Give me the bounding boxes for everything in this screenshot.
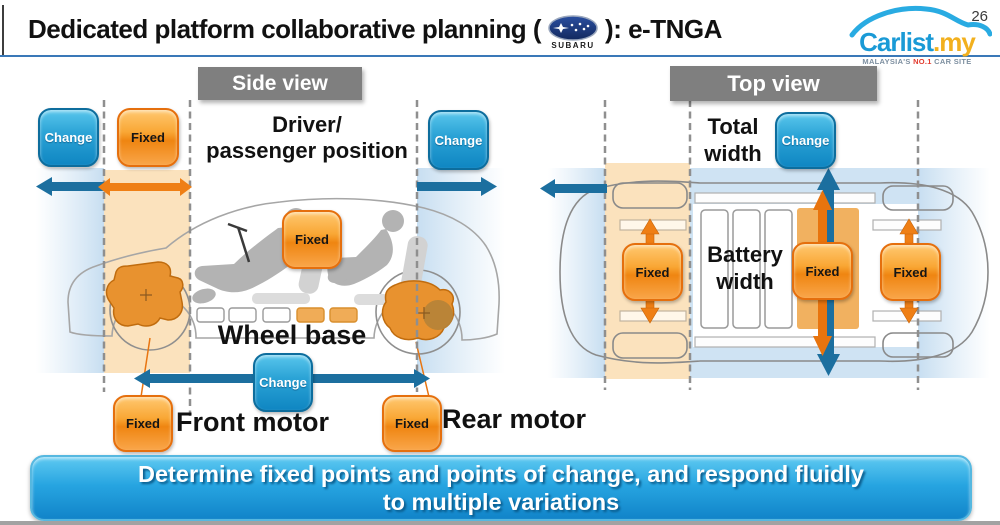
subaru-wordmark: SUBARU [551, 40, 595, 50]
fixed-button-front-axle-zone: Fixed [117, 108, 179, 167]
page-title: Dedicated platform collaborative plannin… [28, 4, 722, 54]
driver-position-line1: Driver/ [272, 112, 342, 137]
tagline-suffix: CAR SITE [934, 57, 972, 66]
tagline-no1: NO.1 [913, 57, 932, 66]
fixed-button-left-track: Fixed [622, 243, 683, 301]
wheel-front-left [612, 182, 688, 209]
wheel-front-right [882, 185, 954, 211]
steering-column [227, 222, 251, 263]
battery-width-line2: width [716, 269, 774, 294]
banner-line2: to multiple variations [382, 489, 620, 515]
battery-width-label: Battery width [686, 241, 804, 295]
driver-position-line2: passenger position [206, 138, 408, 163]
subaru-logo: SUBARU [547, 14, 599, 50]
top-view-header: Top view [670, 66, 877, 101]
front-motor-shape [105, 261, 184, 327]
battery-width-line1: Battery [707, 242, 783, 267]
front-motor-label: Front motor [176, 407, 329, 437]
fixed-button-cabin: Fixed [282, 210, 342, 269]
title-underline [0, 55, 1000, 57]
total-width-line1: Total [707, 114, 759, 139]
tagline-prefix: MALAYSIA'S [862, 57, 911, 66]
title-prefix: Dedicated platform collaborative plannin… [28, 13, 542, 44]
carlist-wordmark: Carlist.my [836, 29, 998, 55]
total-width-label: Total width [691, 113, 775, 167]
slide-left-border [2, 5, 4, 55]
carlist-tagline: MALAYSIA'S NO.1 CAR SITE [836, 57, 998, 66]
rear-motor-shape [381, 280, 455, 341]
carlist-brand-text: Carlist [859, 27, 934, 57]
fixed-button-right-track: Fixed [880, 243, 941, 301]
wheel-base-label: Wheel base [217, 320, 367, 350]
carlist-logo: Carlist.my MALAYSIA'S NO.1 CAR SITE [836, 2, 998, 66]
title-suffix: ): e-TNGA [605, 13, 722, 44]
change-button-rear-overhang: Change [428, 110, 489, 170]
summary-banner: Determine fixed points and points of cha… [30, 455, 972, 521]
blue-arrow-rear-overhang [417, 177, 497, 196]
fixed-button-rear-motor: Fixed [382, 395, 442, 452]
wheel-rear-right [882, 332, 954, 358]
change-button-front-overhang: Change [38, 108, 99, 167]
subaru-star-cluster-icon [548, 14, 598, 41]
orange-double-arrow-front-zone [98, 178, 192, 196]
page-number: 26 [971, 8, 988, 25]
driver-passenger-position-label: Driver/ passenger position [193, 112, 421, 164]
blue-arrow-top-view-left [540, 179, 607, 198]
fixed-button-battery: Fixed [792, 242, 853, 300]
change-button-total-width: Change [775, 112, 836, 169]
front-wheel [109, 269, 191, 351]
blue-arrow-front-overhang [36, 177, 104, 196]
rear-wheel [375, 269, 461, 355]
change-button-wheel-base: Change [253, 353, 313, 412]
banner-line1: Determine fixed points and points of cha… [138, 461, 864, 487]
wheel-rear-left [612, 332, 688, 359]
total-width-line2: width [704, 141, 762, 166]
fixed-button-front-motor: Fixed [113, 395, 173, 452]
slide-bottom-edge [0, 521, 1000, 525]
rear-motor-label: Rear motor [442, 404, 587, 434]
carlist-tld-text: .my [933, 27, 976, 57]
side-view-header: Side view [198, 67, 362, 100]
carlist-car-swoosh-icon [849, 5, 993, 38]
